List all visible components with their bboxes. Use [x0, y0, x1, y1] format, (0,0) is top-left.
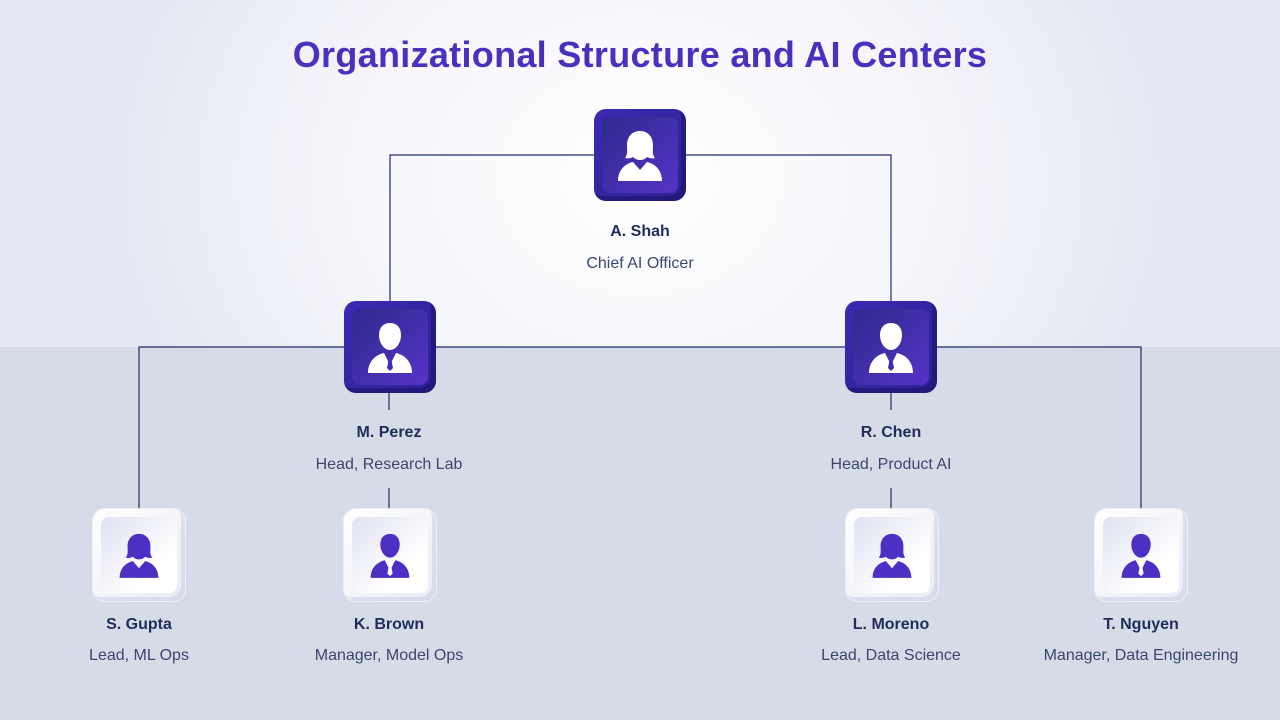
avatar-tile-research [344, 301, 436, 393]
node-name: R. Chen [860, 424, 922, 441]
node-name: A. Shah [610, 223, 670, 240]
connector-ceo-research [389, 154, 594, 301]
node-name: K. Brown [353, 616, 425, 633]
male-person-icon [370, 533, 410, 578]
node-role: Head, Product AI [830, 456, 952, 473]
female-person-icon [119, 533, 159, 578]
node-name: L. Moreno [852, 616, 930, 633]
node-role: Manager, Data Engineering [1043, 647, 1239, 664]
node-name: S. Gupta [106, 616, 172, 633]
avatar-tile-mlops [93, 509, 185, 601]
node-role: Lead, Data Science [821, 647, 961, 664]
avatar-tile-ceo [594, 109, 686, 201]
page-title: Organizational Structure and AI Centers [292, 34, 988, 75]
male-person-icon [869, 323, 913, 373]
avatar-tile-product [845, 301, 937, 393]
avatar-tile-modelops [344, 509, 436, 601]
node-role: Manager, Model Ops [314, 647, 464, 664]
background-bottom [0, 347, 1280, 720]
male-person-icon [368, 323, 412, 373]
avatar-tile-dataeng [1095, 509, 1187, 601]
female-person-icon [618, 131, 662, 181]
connector-ceo-product [686, 154, 892, 301]
node-role: Chief AI Officer [586, 255, 694, 272]
node-name: T. Nguyen [1103, 616, 1179, 633]
male-person-icon [1121, 533, 1161, 578]
connector-research-mlops [138, 346, 344, 509]
female-person-icon [872, 533, 912, 578]
node-role: Lead, ML Ops [89, 647, 189, 664]
avatar-tile-datasci [846, 509, 938, 601]
node-name: M. Perez [356, 424, 422, 441]
connector-product-dataeng [937, 346, 1142, 509]
node-role: Head, Research Lab [315, 456, 463, 473]
